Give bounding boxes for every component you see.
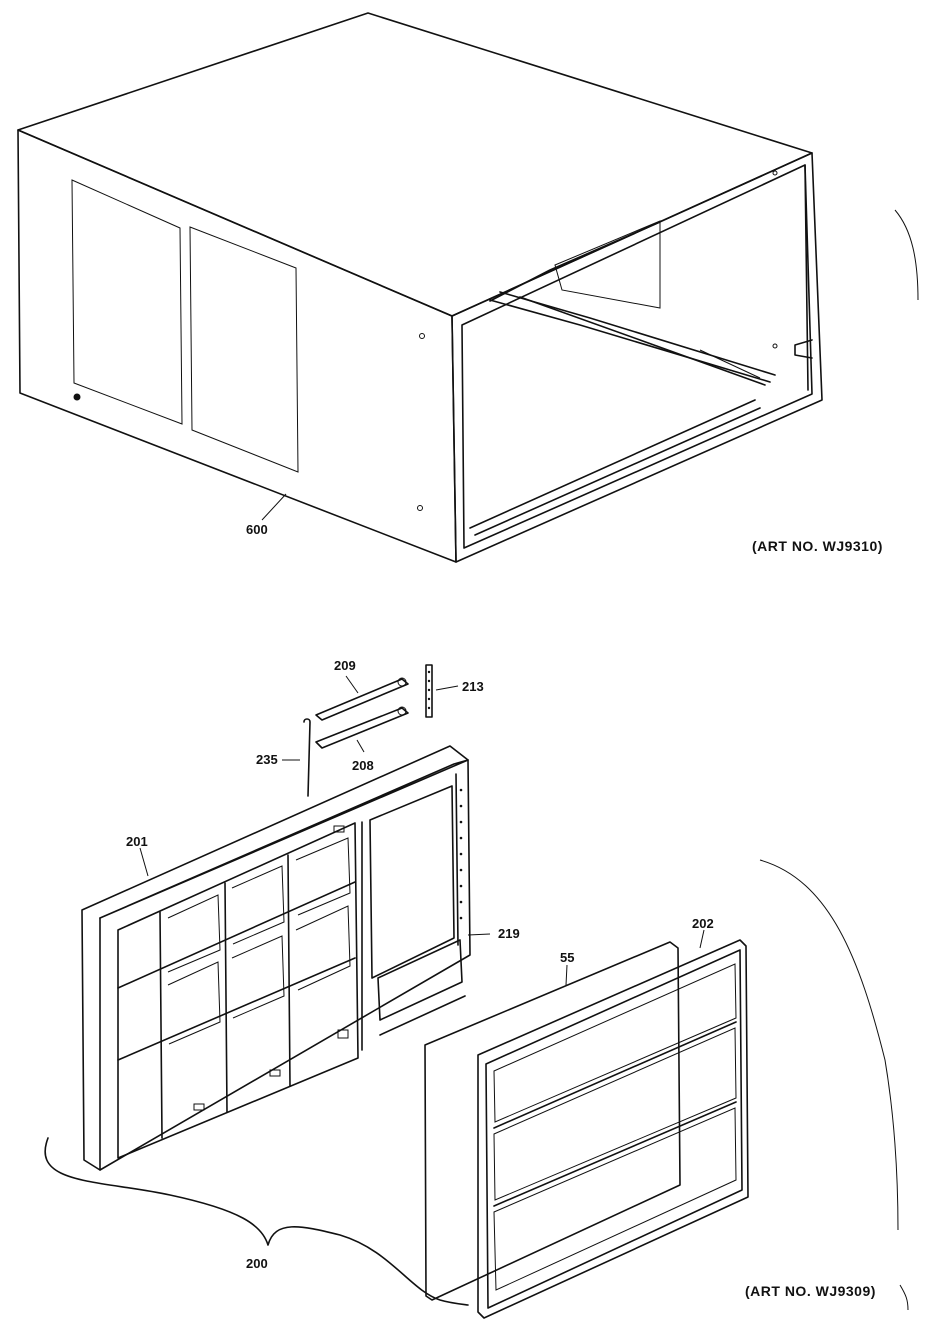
art-number-bottom: (ART NO. WJ9309) bbox=[745, 1283, 876, 1299]
air-filter-55 bbox=[424, 941, 681, 1301]
label-209: 209 bbox=[334, 658, 356, 673]
label-208: 208 bbox=[352, 758, 374, 773]
front-frame-201 bbox=[81, 745, 471, 1171]
cabinet-drawing bbox=[17, 12, 823, 563]
label-219: 219 bbox=[498, 926, 520, 941]
label-55: 55 bbox=[560, 950, 574, 965]
label-235: 235 bbox=[256, 752, 278, 767]
label-201: 201 bbox=[126, 834, 148, 849]
label-202: 202 bbox=[692, 916, 714, 931]
bracket-209 bbox=[315, 677, 409, 721]
label-200: 200 bbox=[246, 1256, 268, 1271]
wire-235 bbox=[303, 718, 311, 797]
grille-202 bbox=[477, 939, 749, 1319]
label-213: 213 bbox=[462, 679, 484, 694]
leader-lines bbox=[139, 675, 705, 986]
label-600: 600 bbox=[246, 522, 268, 537]
strip-213 bbox=[425, 664, 433, 718]
bracket-208 bbox=[315, 706, 409, 749]
art-number-top: (ART NO. WJ9310) bbox=[752, 538, 883, 554]
assembly-bracket-curve bbox=[44, 1137, 469, 1306]
